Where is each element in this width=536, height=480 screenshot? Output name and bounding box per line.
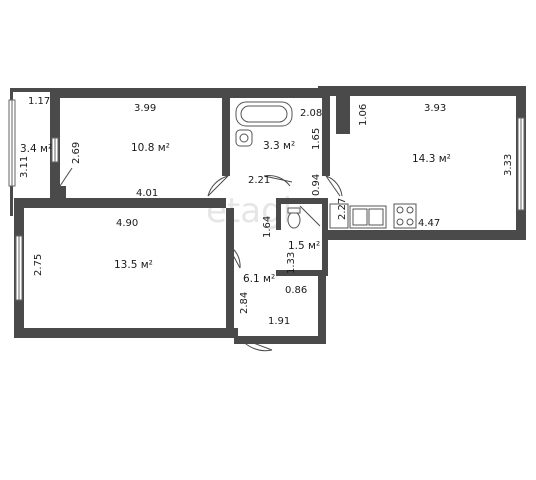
dim-room-large-left: 2.75 bbox=[33, 254, 44, 276]
area-bathroom: 3.3 м² bbox=[263, 140, 295, 152]
area-room-large: 13.5 м² bbox=[114, 259, 153, 271]
dim-hallway-door: 0.94 bbox=[311, 174, 322, 196]
bathroom-right-wall bbox=[322, 96, 330, 176]
area-toilet: 1.5 м² bbox=[288, 240, 320, 252]
kitchen-sink bbox=[349, 205, 387, 229]
kitchen-bottom-wall bbox=[326, 230, 526, 240]
room-large-bottom-wall bbox=[14, 328, 238, 338]
dim-bathroom-width: 2.08 bbox=[300, 108, 322, 119]
toilet-right-wall bbox=[322, 198, 328, 276]
hallway-bottom-wall bbox=[234, 336, 326, 344]
dim-room-small-bottom: 4.01 bbox=[136, 188, 158, 199]
balcony-door-post bbox=[56, 186, 66, 198]
door-balcony bbox=[59, 167, 73, 187]
dim-kitchen-right: 3.33 bbox=[503, 154, 514, 176]
top-wall-left bbox=[50, 88, 328, 98]
room-divider-wall bbox=[14, 198, 226, 208]
kitchen-counter bbox=[329, 203, 349, 229]
dim-bathroom-height: 1.65 bbox=[311, 128, 322, 150]
toilet-bowl bbox=[287, 207, 301, 229]
door-room-small bbox=[207, 175, 229, 197]
window-room-large bbox=[15, 235, 23, 301]
bathtub bbox=[235, 101, 293, 127]
toilet-left-wall bbox=[276, 204, 281, 230]
door-entrance bbox=[239, 337, 273, 352]
dim-balcony-width: 1.17 bbox=[28, 96, 50, 107]
toilet-top-wall bbox=[276, 198, 326, 204]
dim-kitchen-corridor: 2.27 bbox=[337, 198, 348, 220]
dim-hallway-top: 2.21 bbox=[248, 175, 270, 186]
window-balcony bbox=[8, 99, 16, 187]
window-kitchen bbox=[517, 117, 525, 211]
dim-hallway-bottom: 1.91 bbox=[268, 316, 290, 327]
dim-kitchen-bottom: 4.47 bbox=[418, 218, 440, 229]
dim-toilet-height: 1.64 bbox=[262, 216, 273, 238]
area-kitchen: 14.3 м² bbox=[412, 153, 451, 165]
dim-room-small-top: 3.99 bbox=[134, 103, 156, 114]
area-hallway: 6.1 м² bbox=[243, 273, 275, 285]
door-bathroom bbox=[263, 175, 293, 187]
area-balcony: 3.4 м² bbox=[20, 143, 52, 155]
dim-hallway-left: 2.84 bbox=[239, 292, 250, 314]
area-room-small: 10.8 м² bbox=[131, 142, 170, 154]
door-room-large bbox=[225, 243, 241, 269]
dim-hallway-right: 0.86 bbox=[285, 285, 307, 296]
window-room-small bbox=[51, 137, 59, 163]
dim-kitchen-column: 1.06 bbox=[358, 104, 369, 126]
dim-kitchen-top: 3.93 bbox=[424, 103, 446, 114]
dim-room-small-left: 2.69 bbox=[71, 142, 82, 164]
door-kitchen bbox=[325, 175, 343, 197]
room-large-right-wall bbox=[226, 208, 234, 338]
toilet-bottom-wall bbox=[276, 270, 326, 276]
door-toilet bbox=[299, 205, 321, 227]
dim-balcony-length: 3.11 bbox=[19, 156, 30, 178]
kitchen-column bbox=[336, 96, 350, 134]
bathroom-sink bbox=[235, 129, 253, 147]
top-wall-kitchen bbox=[318, 86, 526, 96]
balcony-top-wall bbox=[10, 88, 56, 92]
hallway-right-wall bbox=[318, 276, 326, 344]
room-small-right-wall bbox=[222, 96, 230, 176]
dim-room-large-top: 4.90 bbox=[116, 218, 138, 229]
dim-toilet-bottom: 1.33 bbox=[286, 252, 297, 274]
kitchen-stove bbox=[393, 203, 417, 229]
